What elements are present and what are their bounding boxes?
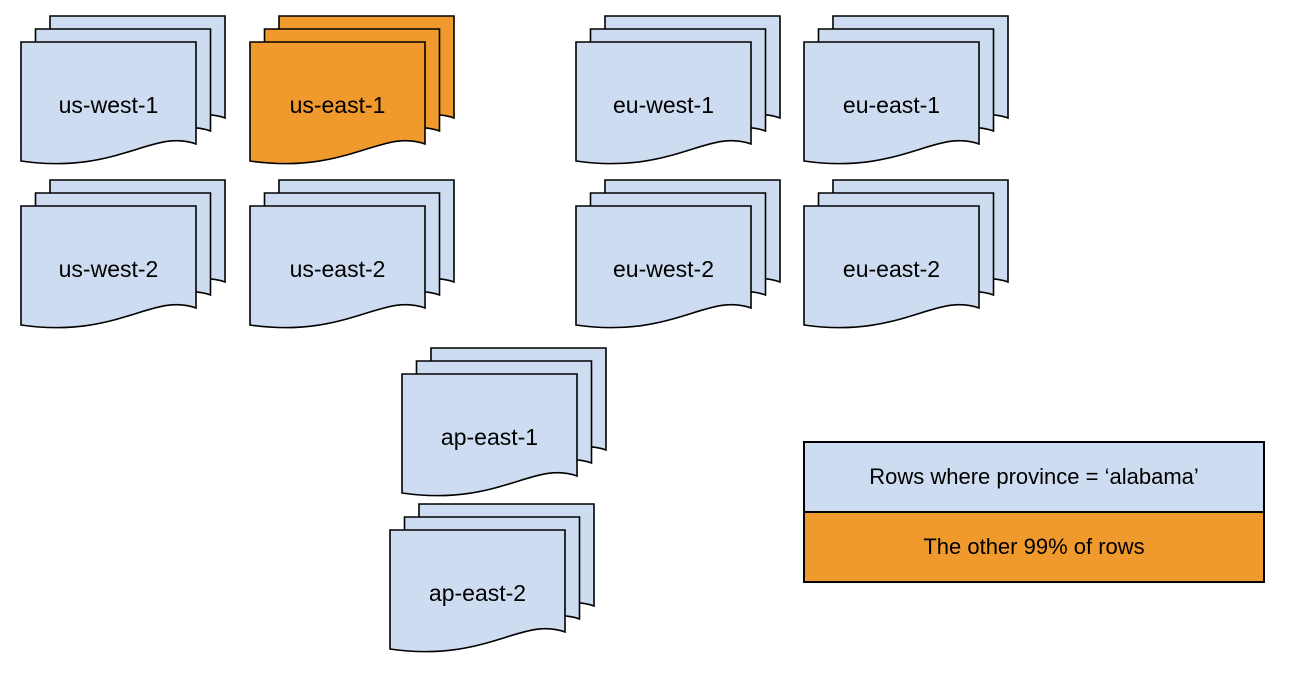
stacked-documents-icon bbox=[249, 15, 455, 165]
stacked-documents-icon bbox=[575, 179, 781, 329]
doc-stack-eu-east-2: eu-east-2 bbox=[803, 179, 1009, 335]
stacked-documents-icon bbox=[575, 15, 781, 165]
front-sheet bbox=[249, 205, 426, 329]
doc-stack-ap-east-1: ap-east-1 bbox=[401, 347, 607, 503]
legend-label-alabama-rows: Rows where province = ‘alabama’ bbox=[869, 464, 1199, 489]
stacked-documents-icon bbox=[20, 15, 226, 165]
doc-stack-us-east-1: us-east-1 bbox=[249, 15, 455, 171]
stacked-documents-icon bbox=[20, 179, 226, 329]
doc-stack-eu-west-2: eu-west-2 bbox=[575, 179, 781, 335]
doc-stack-eu-west-1: eu-west-1 bbox=[575, 15, 781, 171]
stacked-documents-icon bbox=[249, 179, 455, 329]
doc-stack-us-east-2: us-east-2 bbox=[249, 179, 455, 335]
legend-label-other-rows: The other 99% of rows bbox=[923, 534, 1145, 559]
front-sheet bbox=[389, 529, 566, 653]
front-sheet bbox=[803, 205, 980, 329]
doc-stack-eu-east-1: eu-east-1 bbox=[803, 15, 1009, 171]
front-sheet bbox=[575, 41, 752, 165]
front-sheet bbox=[20, 41, 197, 165]
front-sheet bbox=[575, 205, 752, 329]
legend: Rows where province = ‘alabama’ The othe… bbox=[803, 441, 1265, 583]
stacked-documents-icon bbox=[401, 347, 607, 497]
legend-item-alabama-rows: Rows where province = ‘alabama’ bbox=[805, 443, 1263, 513]
doc-stack-ap-east-2: ap-east-2 bbox=[389, 503, 595, 659]
front-sheet bbox=[401, 373, 578, 497]
stacked-documents-icon bbox=[803, 15, 1009, 165]
stacked-documents-icon bbox=[803, 179, 1009, 329]
doc-stack-us-west-2: us-west-2 bbox=[20, 179, 226, 335]
stacked-documents-icon bbox=[389, 503, 595, 653]
front-sheet bbox=[803, 41, 980, 165]
doc-stack-us-west-1: us-west-1 bbox=[20, 15, 226, 171]
front-sheet bbox=[20, 205, 197, 329]
legend-item-other-rows: The other 99% of rows bbox=[805, 513, 1263, 581]
front-sheet bbox=[249, 41, 426, 165]
